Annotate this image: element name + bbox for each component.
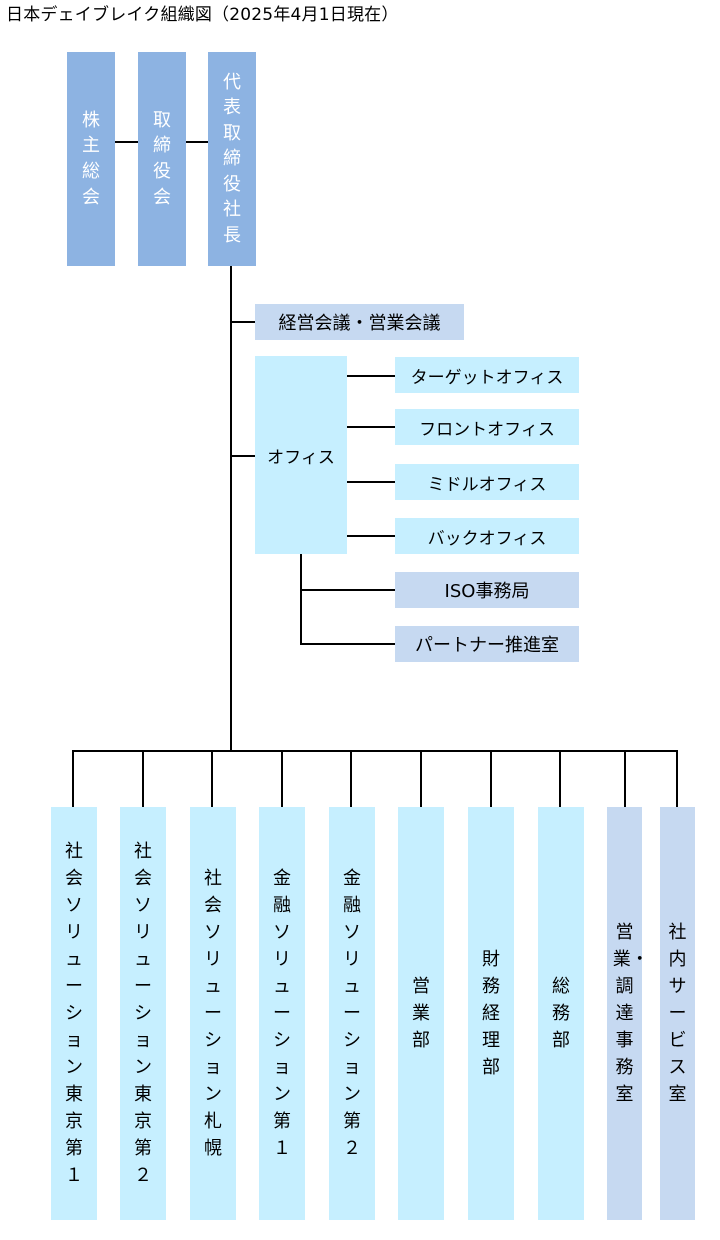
department-label: 金融ソリューション第１ <box>272 868 291 1159</box>
connector-dept-drop <box>281 750 283 808</box>
page-title: 日本デェイブレイク組織図（2025年4月1日現在） <box>6 5 399 25</box>
back-office-label: バックオフィス <box>427 528 547 549</box>
department-box: 営業・調達事務室 <box>607 807 649 1220</box>
management-meeting-label: 経営会議・営業会議 <box>278 313 441 334</box>
connector-dept-drop <box>676 750 678 808</box>
connector-office-right <box>346 481 396 483</box>
connector-dept-drop <box>72 750 74 808</box>
department-label: 社会ソリューション札幌 <box>203 868 222 1159</box>
connector-dept-drop <box>350 750 352 808</box>
partner-promotion-label: パートナー推進室 <box>415 635 559 656</box>
management-meeting-box: 経営会議・営業会議 <box>255 304 464 340</box>
department-label: 社会ソリューション東京第２ <box>133 841 152 1186</box>
front-office-label: フロントオフィス <box>419 419 555 440</box>
office-label: オフィス <box>267 447 335 468</box>
president-label: 代表取締役社長 <box>222 71 241 246</box>
department-label: 社内サービス室 <box>668 922 687 1105</box>
department-label: 営業・調達事務室 <box>612 922 649 1105</box>
connector-office <box>230 455 256 457</box>
department-label: 金融ソリューション第２ <box>342 868 361 1159</box>
connector-office-unit <box>300 643 396 645</box>
connector-departments-bar <box>72 750 678 752</box>
iso-office-label: ISO事務局 <box>444 581 530 602</box>
department-box: 財務経理部 <box>468 807 514 1220</box>
iso-office-box: ISO事務局 <box>395 572 579 608</box>
connector-dept-drop <box>624 750 626 808</box>
department-box: 金融ソリューション第１ <box>259 807 305 1220</box>
department-box: 営業部 <box>398 807 444 1220</box>
department-label: 営業部 <box>411 976 430 1051</box>
shareholders-meeting-label: 株主総会 <box>81 109 100 208</box>
department-box: 社会ソリューション東京第１ <box>51 807 97 1220</box>
partner-promotion-box: パートナー推進室 <box>395 626 579 662</box>
department-label: 総務部 <box>551 976 570 1051</box>
connector-meeting <box>230 321 256 323</box>
department-box: 金融ソリューション第２ <box>329 807 375 1220</box>
connector-president-trunk <box>230 266 232 752</box>
connector-office-unit <box>300 589 396 591</box>
department-box: 社会ソリューション東京第２ <box>120 807 166 1220</box>
connector-office-right <box>346 375 396 377</box>
president-box: 代表取締役社長 <box>208 52 256 266</box>
connector-dept-drop <box>211 750 213 808</box>
department-box: 総務部 <box>538 807 584 1220</box>
target-office-label: ターゲットオフィス <box>410 367 564 388</box>
front-office-box: フロントオフィス <box>395 409 579 445</box>
department-box: 社内サービス室 <box>660 807 695 1220</box>
back-office-box: バックオフィス <box>395 518 579 554</box>
connector-office-right <box>346 426 396 428</box>
department-label: 社会ソリューション東京第１ <box>64 841 83 1186</box>
department-box: 社会ソリューション札幌 <box>190 807 236 1220</box>
connector-dept-drop <box>490 750 492 808</box>
connector-dept-drop <box>559 750 561 808</box>
shareholders-meeting-box: 株主総会 <box>67 52 115 266</box>
target-office-box: ターゲットオフィス <box>395 357 579 393</box>
connector-dept-drop <box>142 750 144 808</box>
office-box: オフィス <box>255 356 347 554</box>
board-of-directors-label: 取締役会 <box>152 109 171 208</box>
middle-office-label: ミドルオフィス <box>427 474 547 495</box>
middle-office-box: ミドルオフィス <box>395 464 579 500</box>
connector-dept-drop <box>420 750 422 808</box>
connector-office-down <box>300 554 302 645</box>
department-label: 財務経理部 <box>481 949 500 1078</box>
connector-office-right <box>346 535 396 537</box>
board-of-directors-box: 取締役会 <box>138 52 186 266</box>
